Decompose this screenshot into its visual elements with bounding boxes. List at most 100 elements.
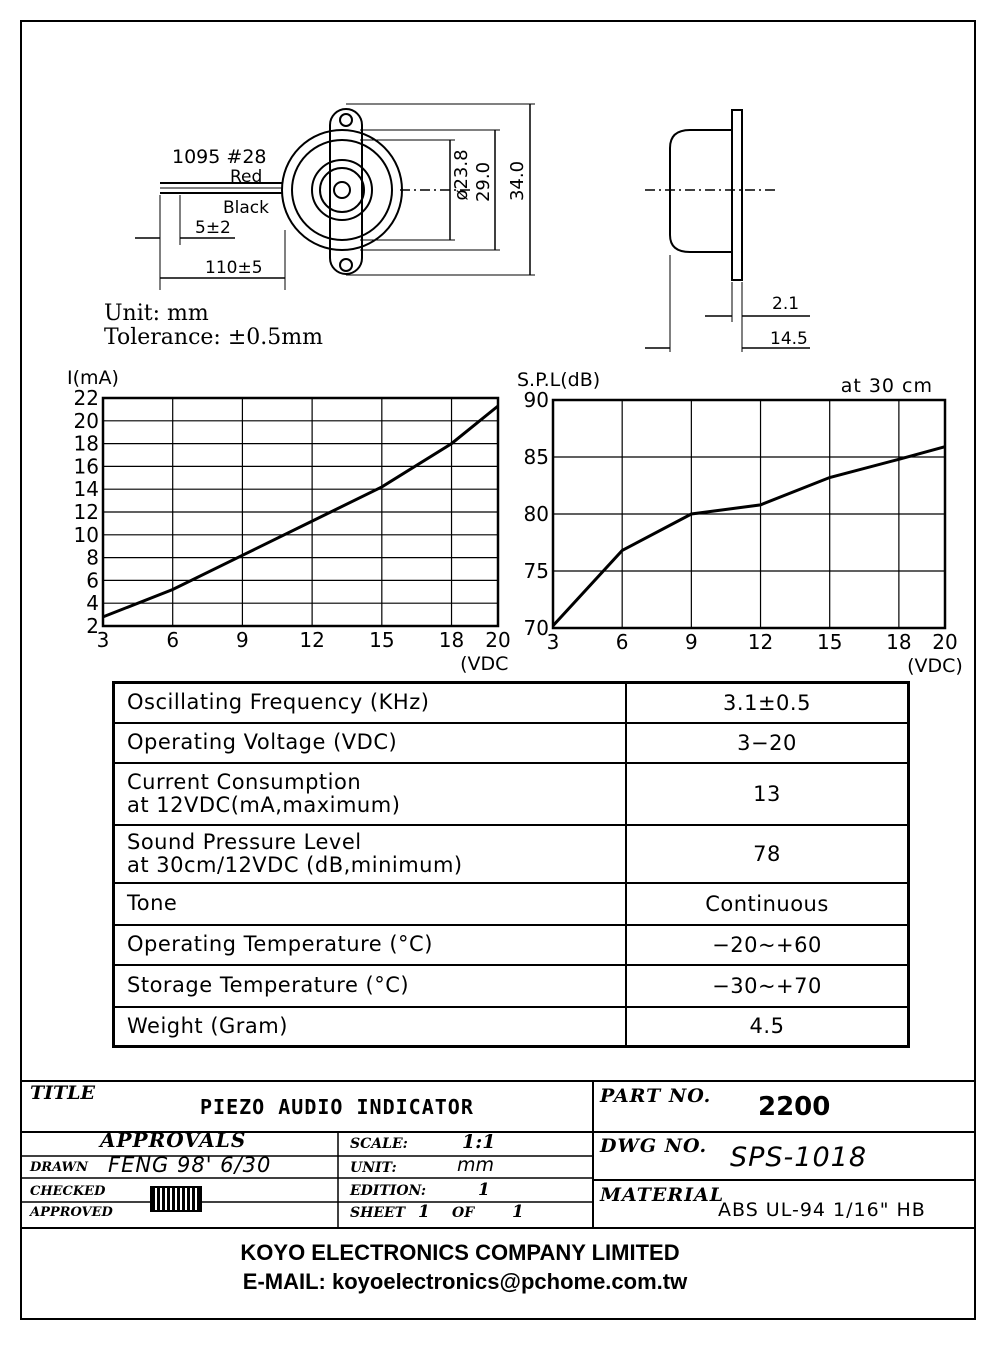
x-tick-label: 18 xyxy=(439,628,464,652)
drawing-frame xyxy=(20,20,976,1320)
spec-parameter: Weight (Gram) xyxy=(112,1005,627,1048)
mechanical-drawing: 1095 #28 Red Black 5±2 110±5 ø23.8 29.0 … xyxy=(135,103,810,352)
dim-110-label: 110±5 xyxy=(205,258,263,278)
buzzer-body-outline xyxy=(281,129,403,251)
spec-parameter-line: Oscillating Frequency (KHz) xyxy=(127,690,430,715)
y-tick-label: 4 xyxy=(86,591,99,615)
spec-row: Oscillating Frequency (KHz) 3.1±0.5 xyxy=(112,681,910,724)
edition-value: 1 xyxy=(478,1180,490,1200)
y-tick-label: 18 xyxy=(74,432,99,456)
spec-parameter-line: Sound Pressure Level xyxy=(127,829,362,854)
series-line xyxy=(551,445,946,627)
title-label: TITLE xyxy=(30,1082,96,1104)
dim-14-5-label: 14.5 xyxy=(770,329,808,349)
spec-row: Weight (Gram) 4.5 xyxy=(112,1005,910,1048)
y-tick-label: 80 xyxy=(524,502,549,526)
dwg-no-value: SPS-1018 xyxy=(730,1142,868,1173)
y-tick-label: 22 xyxy=(74,386,99,410)
drawn-label: DRAWN xyxy=(30,1160,88,1175)
red-wire-label: Red xyxy=(230,167,262,187)
title-block-lines xyxy=(20,1080,976,1229)
y-tick-label: 90 xyxy=(524,388,549,412)
spec-parameter-line: Storage Temperature (°C) xyxy=(127,973,410,997)
unit-value: mm xyxy=(457,1154,495,1176)
spec-parameter: Oscillating Frequency (KHz) xyxy=(112,681,627,724)
x-tick-label: 20 xyxy=(485,628,510,652)
part-no-value: 2200 xyxy=(758,1092,831,1122)
x-tick-label: 12 xyxy=(299,628,324,652)
company-name: KOYO ELECTRONICS COMPANY LIMITED xyxy=(240,1240,680,1265)
y-tick-label: 12 xyxy=(74,500,99,524)
x-tick-label: 6 xyxy=(166,628,179,652)
x-axis-label: (VDC) xyxy=(460,653,510,675)
spec-parameter-line: Tone xyxy=(127,891,178,915)
title-block xyxy=(20,1080,976,1228)
spec-parameter: Operating Voltage (VDC) xyxy=(112,721,627,764)
y-tick-label: 16 xyxy=(74,454,99,478)
spec-row: Tone Continuous xyxy=(112,881,910,926)
x-tick-label: 3 xyxy=(97,628,110,652)
scale-value: 1:1 xyxy=(462,1131,496,1153)
y-tick-label: 2 xyxy=(86,614,99,638)
y-tick-label: 20 xyxy=(74,409,99,433)
edition-label: EDITION: xyxy=(350,1183,426,1199)
y-tick-label: 6 xyxy=(86,568,99,592)
x-tick-label: 3 xyxy=(547,630,560,654)
black-wire-label: Black xyxy=(223,198,269,218)
side-view-body xyxy=(669,129,732,253)
spec-row: Operating Voltage (VDC) 3−20 xyxy=(112,721,910,764)
x-tick-label: 15 xyxy=(369,628,394,652)
checked-label: CHECKED xyxy=(30,1184,106,1199)
spec-value: −20~+60 xyxy=(625,923,910,966)
company-email: E-MAIL: koyoelectronics@pchome.com.tw xyxy=(242,1269,688,1294)
sheet-total-value: 1 xyxy=(512,1202,524,1222)
plot-frame xyxy=(101,396,500,628)
spec-parameter-line: Current Consumption xyxy=(127,769,362,794)
spec-value: 3−20 xyxy=(625,721,910,764)
dim-34-label: 34.0 xyxy=(507,161,528,201)
y-tick-label: 10 xyxy=(74,523,99,547)
chart-annotation: at 30 cm xyxy=(841,375,933,397)
x-tick-label: 12 xyxy=(748,630,773,654)
of-label: OF xyxy=(452,1205,475,1221)
material-value: ABS UL-94 1/16" HB xyxy=(718,1199,926,1221)
plot-frame xyxy=(551,398,947,630)
y-axis-label: S.P.L(dB) xyxy=(517,369,600,391)
spec-parameter: Tone xyxy=(112,881,627,926)
spec-value: 78 xyxy=(625,823,910,884)
y-tick-label: 85 xyxy=(524,445,549,469)
y-axis-label: I(mA) xyxy=(67,367,119,389)
unit-label: UNIT: xyxy=(350,1160,397,1176)
part-no-label: PART NO. xyxy=(600,1085,712,1107)
tolerance-note: Tolerance: ±0.5mm xyxy=(104,325,323,350)
mounting-flange xyxy=(329,108,363,275)
sheet-value: 1 xyxy=(418,1202,430,1222)
x-tick-label: 6 xyxy=(616,630,629,654)
dim-diameter-label: ø23.8 xyxy=(451,149,472,200)
spec-parameter-line: Operating Temperature (°C) xyxy=(127,932,433,956)
spec-value: Continuous xyxy=(625,881,910,926)
dim-2-1-label: 2.1 xyxy=(772,294,799,314)
scale-label: SCALE: xyxy=(350,1136,408,1152)
spec-parameter-line: Weight (Gram) xyxy=(127,1013,288,1038)
approved-label: APPROVED xyxy=(30,1205,113,1220)
x-tick-label: 18 xyxy=(886,630,911,654)
drawing-title: PIEZO AUDIO INDICATOR xyxy=(200,1095,474,1119)
y-tick-label: 70 xyxy=(524,616,549,640)
spec-value: −30~+70 xyxy=(625,963,910,1008)
y-tick-label: 75 xyxy=(524,559,549,583)
spec-parameter-line: Operating Voltage (VDC) xyxy=(127,730,398,754)
dwg-no-label: DWG NO. xyxy=(600,1135,708,1157)
spec-parameter: Operating Temperature (°C) xyxy=(112,923,627,966)
dim-29-label: 29.0 xyxy=(473,162,494,202)
spec-parameter: Storage Temperature (°C) xyxy=(112,963,627,1008)
y-tick-label: 14 xyxy=(74,477,99,501)
spec-value: 4.5 xyxy=(625,1005,910,1048)
x-axis-label: (VDC) xyxy=(907,655,963,677)
spec-value: 3.1±0.5 xyxy=(625,681,910,724)
spec-parameter-line: at 30cm/12VDC (dB,minimum) xyxy=(127,852,463,877)
